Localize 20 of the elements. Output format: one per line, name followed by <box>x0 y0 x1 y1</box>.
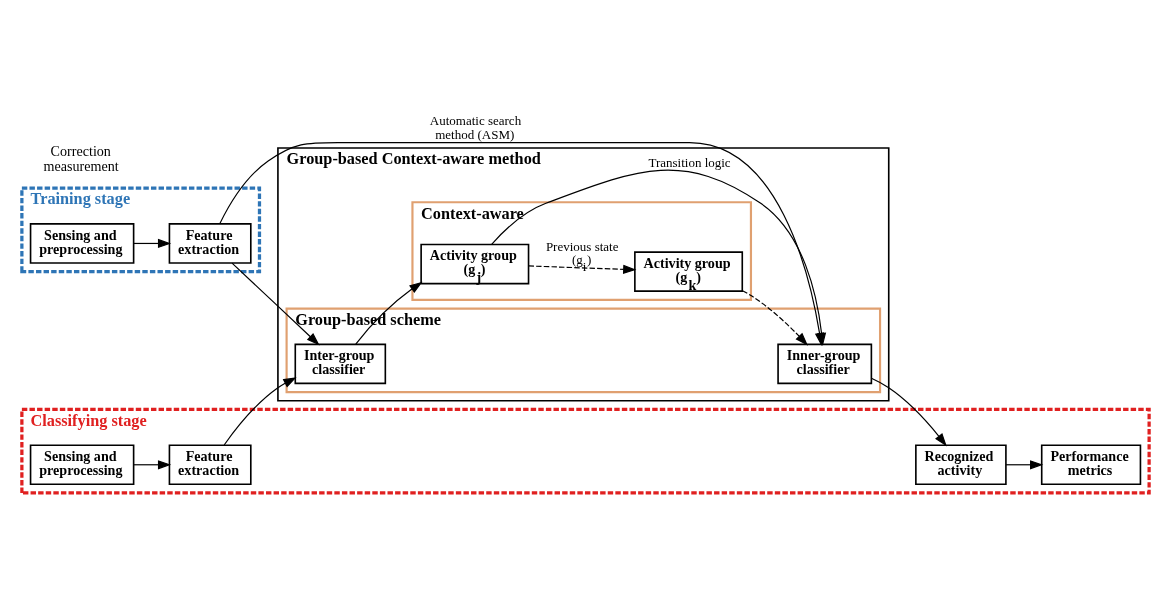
arrow <box>223 376 297 446</box>
node-box: Inter-group classifier <box>294 343 387 384</box>
node-box: Recognized activity <box>915 443 1007 485</box>
arrow <box>741 289 808 346</box>
node-box: Sensing and preprocessing <box>29 222 135 264</box>
edge-label: Automatic search method (ASM) <box>429 112 522 142</box>
node-box: Performance metrics <box>1040 443 1142 485</box>
node-box: Feature extraction <box>168 222 252 264</box>
label: Correction measurement <box>43 142 119 174</box>
arrow <box>528 264 637 274</box>
arrow <box>133 238 172 248</box>
node-box: Inner-group classifier <box>777 343 873 384</box>
edge-label: Transition logic <box>648 154 731 170</box>
arrow <box>355 281 423 345</box>
node-box: Sensing and preprocessing <box>29 443 135 485</box>
node-box: Feature extraction <box>168 443 252 485</box>
arrow <box>133 459 172 469</box>
arrow <box>231 261 320 345</box>
arrow <box>1005 459 1044 469</box>
arrow <box>870 377 947 446</box>
